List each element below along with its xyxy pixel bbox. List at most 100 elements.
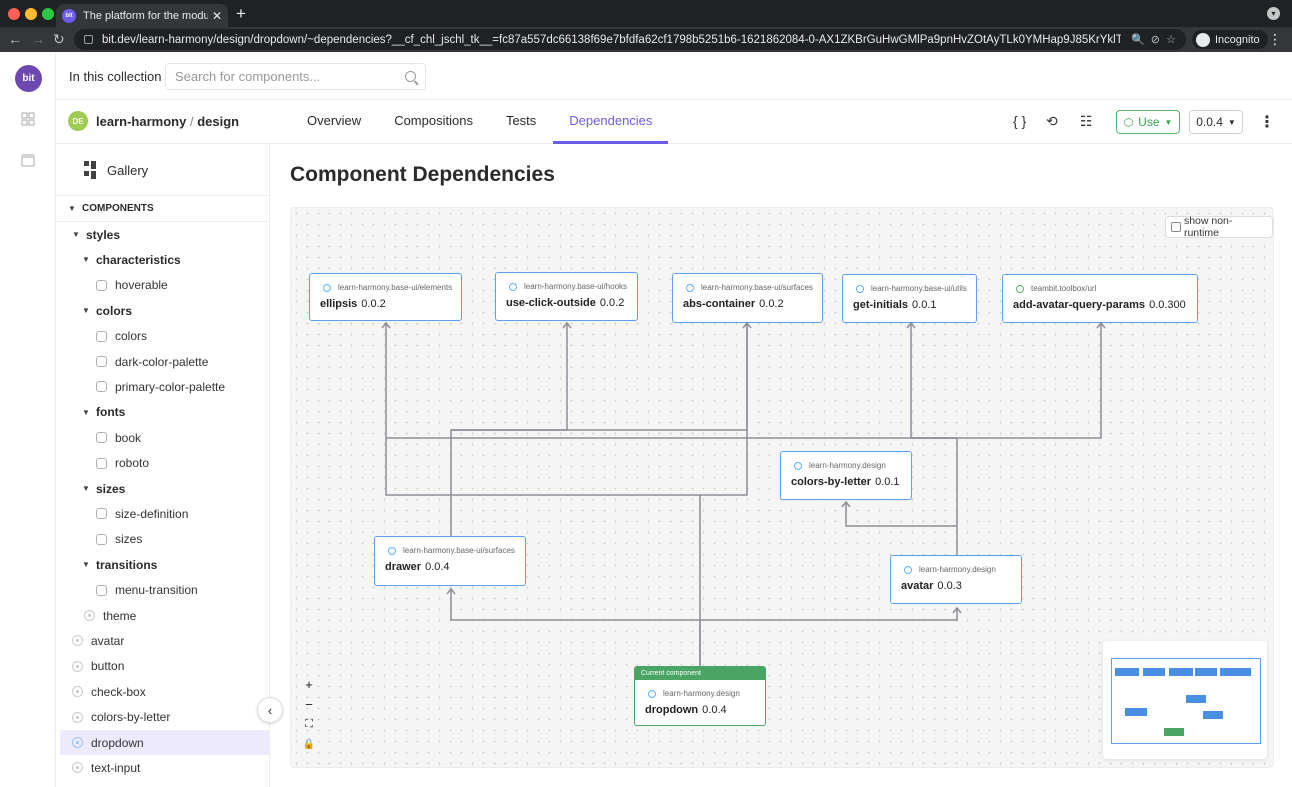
tree-item[interactable]: roboto — [56, 451, 269, 476]
search-input[interactable]: Search for components... — [165, 63, 426, 90]
caret-down-icon: ▼ — [68, 204, 76, 213]
react-icon — [72, 711, 83, 723]
version-dropdown[interactable]: 0.0.4 ▼ — [1189, 110, 1243, 134]
show-non-runtime-toggle[interactable]: show non-runtime — [1165, 215, 1273, 239]
node-name: ellipsis — [320, 298, 358, 310]
minimap-node — [1115, 668, 1139, 676]
checkbox[interactable] — [1171, 222, 1181, 232]
tree-item[interactable]: theme — [56, 603, 269, 628]
tree-folder[interactable]: ▼sizes — [56, 476, 269, 501]
scope-name[interactable]: design — [197, 114, 240, 129]
tree-folder[interactable]: ▼styles — [56, 222, 269, 247]
tree-item[interactable]: sizes — [56, 527, 269, 552]
tree-item[interactable]: book — [56, 425, 269, 450]
node-get-initials[interactable]: learn-harmony.base-ui/utils get-initials… — [842, 274, 977, 323]
component-icon — [96, 508, 107, 520]
node-version: 0.0.4 — [702, 704, 727, 716]
node-version: 0.0.2 — [759, 298, 784, 310]
components-section-header[interactable]: ▼ COMPONENTS — [68, 196, 154, 221]
fit-view-icon[interactable]: ⛶ — [305, 717, 313, 730]
component-icon — [96, 432, 107, 444]
code-icon[interactable]: { } — [1013, 113, 1027, 129]
node-dropdown-current[interactable]: Current component learn-harmony.design d… — [634, 666, 766, 726]
tree-folder[interactable]: ▼colors — [56, 298, 269, 323]
zoom-in-icon[interactable]: + — [305, 676, 313, 692]
window-minimize-button[interactable] — [25, 8, 37, 20]
react-icon — [686, 283, 694, 292]
omnibox-icons[interactable]: 🔍 ⊘ ☆ — [1131, 34, 1176, 46]
zoom-out-icon[interactable]: − — [305, 696, 313, 712]
node-scope: learn-harmony.design — [919, 565, 996, 574]
node-scope: learn-harmony.base-ui/hooks — [524, 282, 628, 291]
tree-item[interactable]: avatar — [56, 628, 269, 653]
browser-menu-icon[interactable]: ⋮ — [1268, 31, 1282, 47]
tab-overview[interactable]: Overview — [307, 113, 362, 128]
tab-search-icon[interactable]: ▾ — [1267, 7, 1280, 20]
more-options-icon[interactable]: ⋮ — [1259, 114, 1275, 131]
tree-item-label: colors-by-letter — [91, 710, 171, 725]
back-icon[interactable]: ← — [8, 31, 22, 47]
tab-dependencies[interactable]: Dependencies — [553, 100, 669, 144]
new-tab-icon[interactable]: + — [236, 4, 246, 23]
history-icon[interactable]: ⟲ — [1046, 113, 1058, 129]
use-button[interactable]: ⬡ Use ▼ — [1116, 110, 1180, 134]
tree-folder[interactable]: ▼characteristics — [56, 247, 269, 272]
tree-folder[interactable]: ▼fonts — [56, 400, 269, 425]
bit-logo[interactable]: bit — [15, 65, 42, 92]
arrowhead — [952, 606, 962, 614]
window-close-button[interactable] — [8, 8, 20, 20]
tree-item-label: avatar — [91, 633, 125, 648]
box-icon[interactable] — [21, 153, 35, 167]
dependency-tree-icon[interactable]: ☷ — [1080, 113, 1093, 129]
tree-item[interactable]: text-input — [56, 755, 269, 780]
tab-tests[interactable]: Tests — [505, 113, 537, 128]
scope-owner[interactable]: learn-harmony — [96, 114, 187, 129]
component-icon — [96, 584, 107, 596]
tree-item[interactable]: dropdown — [60, 730, 269, 755]
node-use-click-outside[interactable]: learn-harmony.base-ui/hooks use-click-ou… — [495, 272, 638, 321]
tree-item-label: dark-color-palette — [115, 354, 209, 369]
tree-item[interactable]: button — [56, 654, 269, 679]
url-field[interactable]: bit.dev/learn-harmony/design/dropdown/~d… — [74, 29, 1186, 50]
node-scope: learn-harmony.base-ui/surfaces — [403, 546, 515, 555]
minimap-node — [1195, 668, 1217, 676]
minimap[interactable] — [1103, 641, 1267, 759]
lock-icon[interactable]: 🔒 — [302, 738, 316, 750]
dependency-graph[interactable]: show non-runtime learn-harmony.base-ui/e… — [290, 207, 1274, 768]
forward-icon[interactable]: → — [31, 31, 45, 47]
gallery-link[interactable]: Gallery — [84, 161, 148, 179]
tree-item[interactable]: menu-transition — [56, 578, 269, 603]
tree-item[interactable]: hoverable — [56, 273, 269, 298]
react-icon — [72, 737, 83, 748]
node-abs-container[interactable]: learn-harmony.base-ui/surfaces abs-conta… — [672, 273, 823, 323]
browser-tab[interactable]: bit The platform for the modular w ✕ — [56, 4, 228, 27]
node-version: 0.0.1 — [912, 299, 937, 311]
incognito-badge[interactable]: Incognito — [1192, 30, 1268, 49]
tree-item[interactable]: check-box — [56, 679, 269, 704]
scope-breadcrumb[interactable]: learn-harmony / design — [96, 114, 239, 129]
tree-item-label: styles — [86, 227, 121, 242]
window-maximize-button[interactable] — [42, 8, 54, 20]
dependency-edges — [381, 321, 1106, 666]
arrowhead — [1096, 321, 1106, 329]
tree-item[interactable]: size-definition — [56, 501, 269, 526]
minimap-viewport[interactable] — [1111, 658, 1261, 744]
tree-item[interactable]: primary-color-palette — [56, 374, 269, 399]
close-tab-icon[interactable]: ✕ — [211, 8, 222, 23]
tree-item[interactable]: colors-by-letter — [56, 705, 269, 730]
tree-folder[interactable]: ▼transitions — [56, 552, 269, 577]
tree-item[interactable]: colors — [56, 324, 269, 349]
collapse-sidebar-button[interactable]: ‹ — [257, 697, 283, 723]
node-add-avatar-query-params[interactable]: teambit.toolbox/url add-avatar-query-par… — [1002, 274, 1198, 323]
tab-compositions[interactable]: Compositions — [394, 113, 473, 128]
tree-item[interactable]: dark-color-palette — [56, 349, 269, 374]
browser-tab-bar: bit The platform for the modular w ✕ + ▾ — [0, 0, 1292, 27]
react-icon — [72, 635, 83, 647]
reload-icon[interactable]: ↻ — [53, 31, 65, 47]
gallery-label: Gallery — [107, 162, 149, 178]
grid-icon[interactable] — [21, 112, 35, 126]
